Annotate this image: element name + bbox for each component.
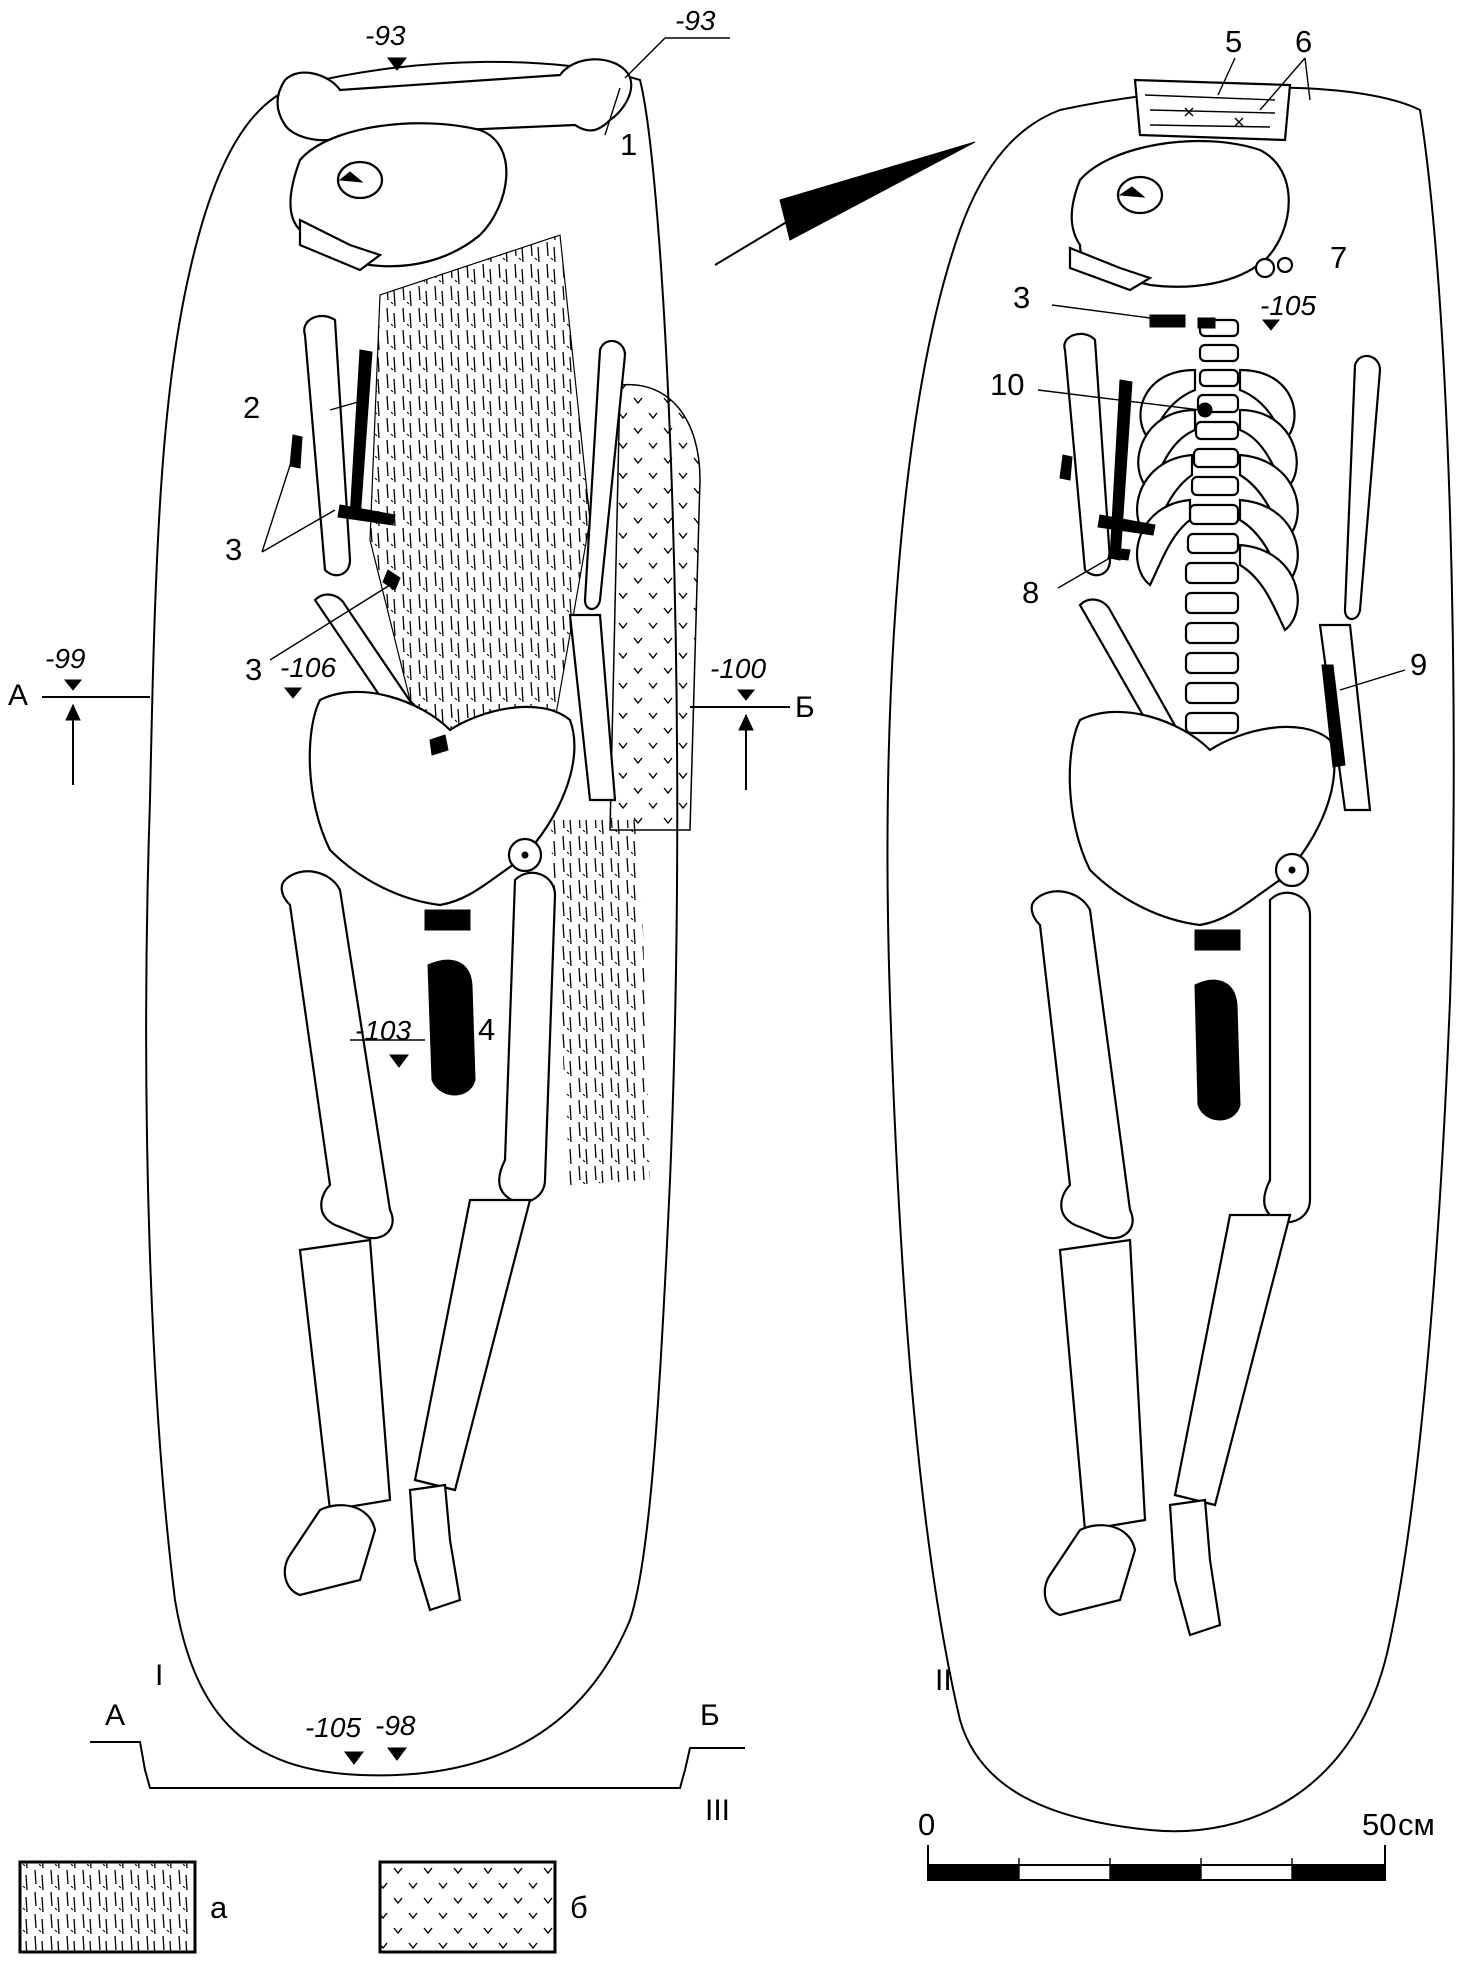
elevation-100: -100: [710, 653, 766, 684]
ribs-II: [1136, 368, 1299, 632]
grave-pit-outline-I: [145, 60, 679, 1777]
femur-right-I: [498, 871, 557, 1204]
artifact-3-II: [1149, 314, 1186, 328]
elevation-top-left: -93: [365, 20, 406, 51]
legend-label-b: б: [570, 1890, 588, 1925]
label-3-I-b: 3: [245, 652, 262, 687]
foot-left-II: [1043, 1524, 1137, 1617]
label-3-I-a: 3: [225, 532, 242, 567]
label-1-I: 1: [620, 127, 637, 162]
artifact-8-II: [1097, 514, 1156, 536]
section-III-right-mark: Б: [700, 1699, 720, 1732]
section-mark-B: Б: [795, 691, 815, 724]
label-7-II: 7: [1330, 240, 1347, 275]
elevation-top-right: -93: [675, 5, 716, 36]
jaw-II: [1068, 246, 1153, 292]
section-mark-A: А: [8, 679, 28, 712]
foot-left-I: [283, 1504, 377, 1597]
section-III-left-mark: А: [105, 1699, 125, 1732]
artifact-2-blade-I: [349, 349, 373, 521]
elevation-103: -103: [355, 1015, 411, 1046]
grave-pit-outline-II: [886, 86, 1455, 1833]
label-3-II: 3: [1013, 280, 1030, 315]
wood-lower-strip: [550, 820, 650, 1185]
label-8-II: 8: [1022, 575, 1039, 610]
scale-end: 50: [1362, 1807, 1396, 1842]
artifact-blade-II: [1109, 379, 1133, 561]
north-arrow-icon: [779, 141, 976, 241]
humerus-left-II: [1063, 332, 1112, 577]
north-arrow: [714, 141, 976, 266]
tibia-left-II: [1058, 1238, 1147, 1532]
tibia-right-II: [1173, 1213, 1292, 1507]
artifact-10-II: [1197, 402, 1213, 418]
label-6-II: 6: [1295, 24, 1312, 59]
femur-left-II: [1030, 890, 1134, 1240]
legend: а б: [18, 1860, 588, 1954]
legend-label-a: а: [210, 1890, 228, 1925]
soil-fill-region: [609, 383, 701, 831]
plan-I: 1 2 3 3 4 -93 -93 -106 -103 -105 А -99 Б…: [8, 5, 815, 1777]
section-III: А Б -98 III: [90, 1699, 745, 1827]
label-2-I: 2: [243, 390, 260, 425]
plan-II: 3 5 6 7 8 9 10 -105 II: [886, 24, 1455, 1833]
tibia-right-I: [413, 1198, 532, 1492]
elevation-105-I: -105: [305, 1712, 361, 1743]
forearm-right-I: [568, 613, 617, 802]
scale-unit: см: [1398, 1807, 1435, 1842]
humerus-right-I: [583, 339, 627, 611]
tibia-left-I: [298, 1238, 392, 1512]
label-5-II: 5: [1225, 24, 1242, 59]
artifact-knife-II: [1194, 979, 1241, 1121]
label-4-I: 4: [478, 1012, 495, 1047]
artifact-3-pieces-I: [337, 504, 396, 526]
foot-right-II: [1168, 1498, 1222, 1637]
elevation-105-II: -105: [1260, 290, 1316, 321]
elevation-98: -98: [375, 1710, 416, 1741]
spine-II: [1184, 318, 1240, 735]
femur-left-I: [280, 870, 394, 1240]
scale-start: 0: [918, 1807, 935, 1842]
plan-II-numeral: II: [935, 1664, 952, 1697]
scale-bar: 0 50 см: [918, 1807, 1435, 1881]
elevation-99: -99: [45, 643, 85, 674]
humerus-left-I: [303, 314, 352, 577]
artifact-9-II: [1321, 664, 1346, 768]
legend-swatch-b: [378, 1860, 557, 1954]
label-10-II: 10: [990, 367, 1024, 402]
elevation-106: -106: [280, 652, 336, 683]
jaw-I: [298, 218, 383, 272]
long-bone-1: [276, 58, 633, 142]
wood-plank: [369, 234, 591, 761]
artifact-4-knife-I: [427, 959, 476, 1096]
femur-right-II: [1263, 891, 1312, 1224]
foot-right-I: [408, 1483, 462, 1612]
label-9-II: 9: [1410, 647, 1427, 682]
plan-I-numeral: I: [155, 1659, 163, 1692]
section-profile: [90, 1741, 745, 1789]
legend-swatch-a: [18, 1860, 197, 1954]
humerus-right-II: [1343, 354, 1382, 621]
section-III-numeral: III: [705, 1794, 730, 1827]
